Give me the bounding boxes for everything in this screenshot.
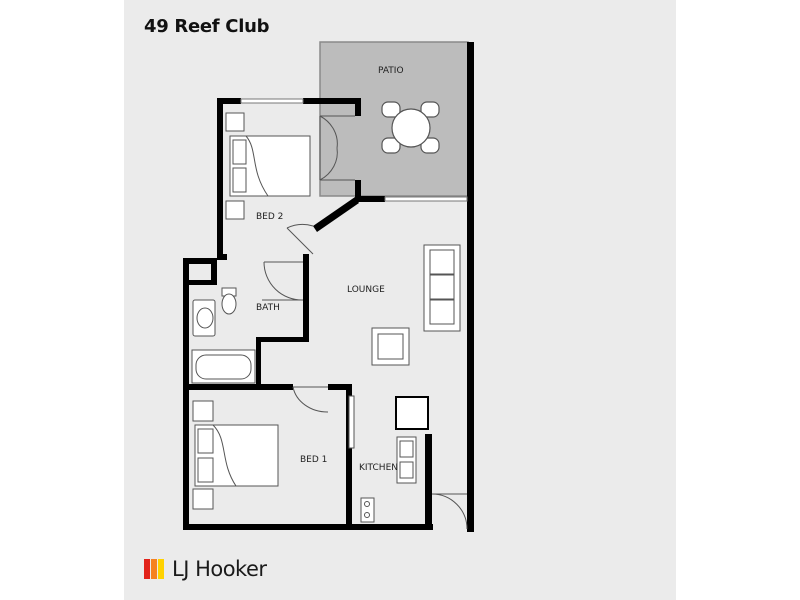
dining-table-icon — [381, 101, 440, 154]
room-label-bed1: BED 1 — [300, 455, 327, 465]
windows — [240, 98, 468, 202]
brand-logo: LJ Hooker — [144, 554, 267, 584]
doors — [262, 115, 468, 530]
room-label-bath: BATH — [256, 303, 280, 313]
lj-hooker-logo-icon — [144, 559, 164, 579]
walls — [183, 42, 474, 532]
brand-name: LJ Hooker — [172, 557, 267, 581]
page-title: 49 Reef Club — [144, 16, 270, 37]
room-label-kitchen: KITCHEN — [359, 463, 398, 473]
room-label-patio: PATIO — [378, 66, 404, 76]
room-label-lounge: LOUNGE — [347, 285, 385, 295]
bath-fixtures — [191, 287, 256, 384]
bed-2-furniture — [225, 112, 311, 220]
bed-1-furniture — [192, 400, 279, 510]
kitchen-fixtures — [360, 396, 429, 523]
room-label-bed2: BED 2 — [256, 212, 283, 222]
lounge-furniture — [371, 244, 461, 366]
